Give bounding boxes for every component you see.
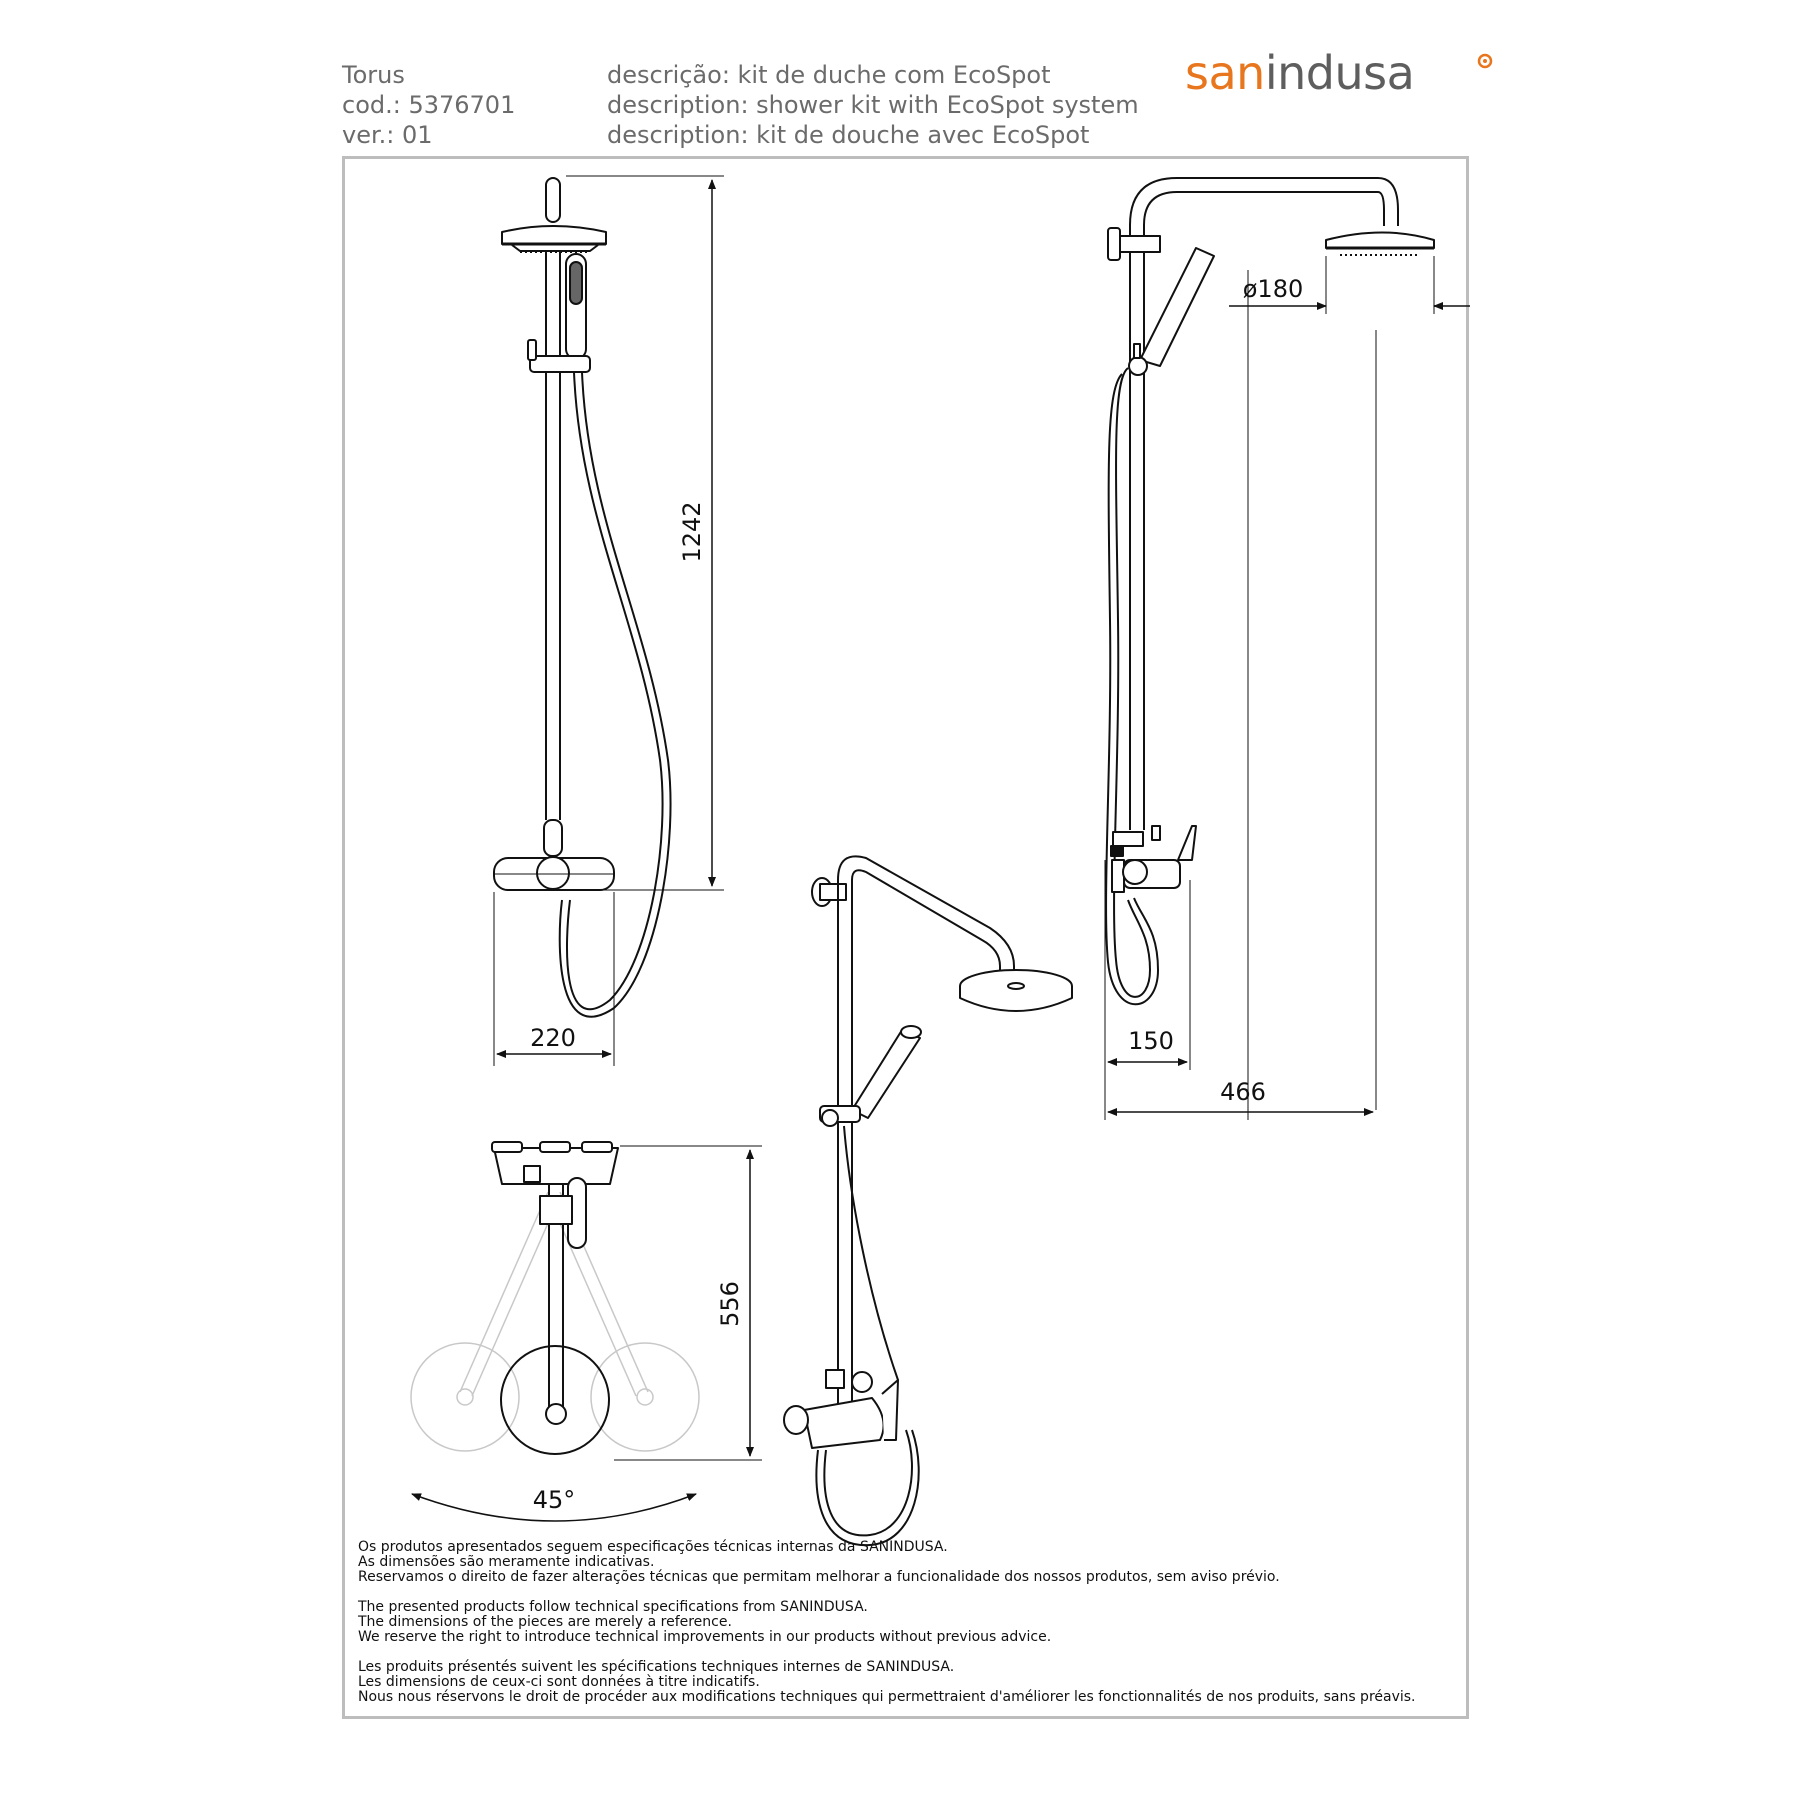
description-en: description: shower kit with EcoSpot sys…: [607, 91, 1139, 119]
front-shower-head: [501, 225, 607, 245]
front-view: [493, 175, 724, 1066]
disclaimer-notes: Os produtos apresentados seguem especifi…: [358, 1540, 1458, 1720]
product-name: Torus: [342, 61, 405, 89]
dim-side-projection: 466: [1220, 1078, 1266, 1106]
notes-en: The presented products follow technical …: [358, 1599, 1052, 1645]
dim-side-wall-offset: 150: [1128, 1027, 1174, 1055]
side-shower-head: [1325, 231, 1435, 249]
logo-mark-icon: [1477, 53, 1493, 69]
perspective-hose: [823, 1429, 913, 1537]
side-view: [1104, 177, 1470, 1120]
top-view-mixer: [493, 1147, 619, 1185]
front-slide-holder: [529, 355, 591, 373]
dim-rotation: 45°: [533, 1486, 576, 1514]
dim-front-width: 220: [530, 1024, 576, 1052]
perspective-mixer-body: [803, 1397, 885, 1449]
product-version: ver.: 01: [342, 121, 433, 149]
top-view-shower-head: [500, 1345, 610, 1455]
description-pt: descrição: kit de duche com EcoSpot: [607, 61, 1051, 89]
sanindusa-logo: sanindusa: [1185, 48, 1493, 98]
perspective-view: [783, 855, 1073, 1547]
product-code: cod.: 5376701: [342, 91, 516, 119]
notes-pt: Os produtos apresentados seguem especifi…: [358, 1539, 1280, 1585]
dim-head-diameter: ø180: [1243, 275, 1304, 303]
product-info: Torus cod.: 5376701 ver.: 01: [342, 60, 515, 150]
dim-front-height: 1242: [678, 501, 706, 562]
top-view: [410, 1141, 762, 1522]
front-hose: [566, 371, 664, 1011]
side-hand-shower: [1139, 247, 1215, 367]
drawing-frame: [342, 156, 1469, 1719]
perspective-hand-shower: [851, 1029, 921, 1119]
front-top-stub: [545, 177, 561, 223]
notes-fr: Les produits présentés suivent les spéci…: [358, 1659, 1416, 1705]
description-fr: description: kit de douche avec EcoSpot: [607, 121, 1090, 149]
product-descriptions: descrição: kit de duche com EcoSpot desc…: [607, 60, 1139, 150]
dim-top-depth: 556: [716, 1281, 744, 1327]
